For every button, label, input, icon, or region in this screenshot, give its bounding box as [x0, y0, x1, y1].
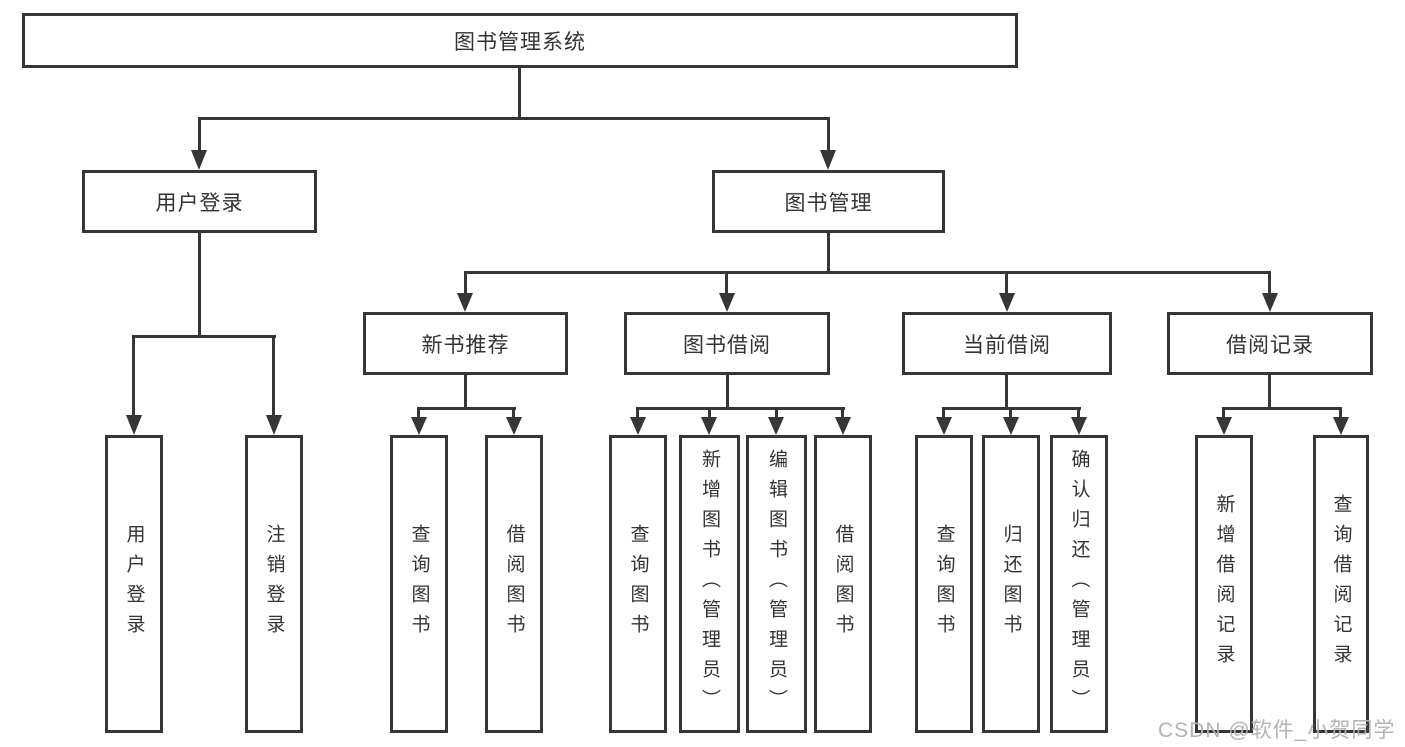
leaf-borrow-books: 借阅图书: [814, 435, 872, 733]
arrowhead-down-icon: [1003, 417, 1019, 435]
connector-bar: [464, 271, 1271, 274]
node-label: 归还图书: [1000, 524, 1022, 644]
node-label: 查询图书: [627, 524, 649, 644]
node-label: 新书推荐: [421, 333, 510, 357]
connector-stem: [1005, 375, 1008, 410]
node-label: 图书管理: [784, 191, 873, 215]
arrowhead-down-icon: [126, 415, 142, 435]
node-book-borrowing: 图书借阅: [624, 312, 830, 375]
arrowhead-down-icon: [835, 417, 851, 435]
connector-bar: [1222, 407, 1342, 410]
connector-drop: [198, 117, 201, 153]
connector-bar: [133, 335, 276, 338]
connector-drop: [775, 407, 778, 419]
arrowhead-down-icon: [630, 417, 646, 435]
connector-drop: [1268, 271, 1271, 295]
arrowhead-down-icon: [768, 417, 784, 435]
connector-drop: [1009, 407, 1012, 419]
connector-drop: [512, 407, 515, 419]
node-label: 查询图书: [408, 524, 430, 644]
connector-stem: [198, 233, 201, 338]
connector-stem: [827, 233, 830, 274]
arrowhead-down-icon: [457, 293, 473, 312]
leaf-borrow-books-recommend: 借阅图书: [485, 435, 543, 733]
arrowhead-down-icon: [999, 293, 1015, 312]
node-label: 用户登录: [155, 191, 244, 215]
connector-drop: [841, 407, 844, 419]
connector-bar: [198, 117, 830, 120]
connector-drop: [417, 407, 420, 419]
node-root: 图书管理系统: [22, 13, 1018, 68]
connector-drop: [464, 271, 467, 295]
node-label: 新增图书（管理员）: [699, 449, 720, 719]
node-label: 借阅图书: [832, 524, 854, 644]
node-label: 借阅记录: [1226, 333, 1314, 357]
connector-drop: [1005, 271, 1008, 295]
arrowhead-down-icon: [701, 417, 717, 435]
connector-stem: [1268, 375, 1271, 410]
node-label: 查询借阅记录: [1330, 494, 1352, 674]
connector-drop: [272, 335, 275, 417]
leaf-logout: 注销登录: [245, 435, 303, 733]
node-current-borrowing: 当前借阅: [902, 312, 1112, 375]
node-user-login: 用户登录: [82, 170, 317, 233]
node-label: 用户登录: [123, 524, 145, 644]
node-label: 确认归还（管理员）: [1068, 449, 1090, 719]
arrowhead-down-icon: [1071, 417, 1087, 435]
arrowhead-down-icon: [1216, 417, 1232, 435]
connector-drop: [827, 117, 830, 153]
connector-drop: [708, 407, 711, 419]
connector-drop: [942, 407, 945, 419]
node-label: 注销登录: [263, 524, 285, 644]
arrowhead-down-icon: [266, 415, 282, 435]
node-new-book-recommend: 新书推荐: [363, 312, 568, 375]
leaf-return-books: 归还图书: [982, 435, 1040, 733]
arrowhead-down-icon: [506, 417, 522, 435]
arrowhead-down-icon: [820, 150, 836, 170]
connector-drop: [1339, 407, 1342, 419]
node-label: 图书管理系统: [454, 30, 586, 54]
connector-drop: [725, 271, 728, 295]
connector-drop: [1222, 407, 1225, 419]
leaf-user-login: 用户登录: [105, 435, 163, 733]
leaf-query-books-recommend: 查询图书: [390, 435, 448, 733]
connector-drop: [636, 407, 639, 419]
connector-bar: [636, 407, 845, 410]
arrowhead-down-icon: [719, 293, 735, 312]
leaf-add-books-admin: 新增图书（管理员）: [679, 435, 740, 733]
arrowhead-down-icon: [936, 417, 952, 435]
node-label: 编辑图书（管理员）: [766, 449, 787, 719]
arrowhead-down-icon: [411, 417, 427, 435]
node-label: 查询图书: [933, 524, 955, 644]
leaf-confirm-return-admin: 确认归还（管理员）: [1050, 435, 1108, 733]
node-label: 图书借阅: [683, 333, 771, 357]
node-label: 当前借阅: [963, 333, 1051, 357]
watermark: CSDN @软件_小贺同学: [1158, 719, 1396, 742]
node-label: 借阅图书: [503, 524, 525, 644]
leaf-query-books-current: 查询图书: [915, 435, 973, 733]
leaf-edit-books-admin: 编辑图书（管理员）: [746, 435, 807, 733]
arrowhead-down-icon: [1262, 293, 1278, 312]
leaf-add-borrow-record: 新增借阅记录: [1195, 435, 1253, 733]
leaf-query-books-borrowing: 查询图书: [609, 435, 667, 733]
connector-stem: [726, 375, 729, 410]
connector-bar: [417, 407, 516, 410]
arrowhead-down-icon: [191, 150, 207, 170]
connector-drop: [132, 335, 135, 417]
connector-stem: [464, 375, 467, 410]
node-label: 新增借阅记录: [1213, 494, 1235, 674]
arrowhead-down-icon: [1333, 417, 1349, 435]
leaf-query-borrow-record: 查询借阅记录: [1313, 435, 1369, 733]
node-book-management: 图书管理: [712, 170, 945, 233]
connector-drop: [1077, 407, 1080, 419]
connector-stem: [518, 68, 521, 120]
node-borrowing-records: 借阅记录: [1167, 312, 1373, 375]
